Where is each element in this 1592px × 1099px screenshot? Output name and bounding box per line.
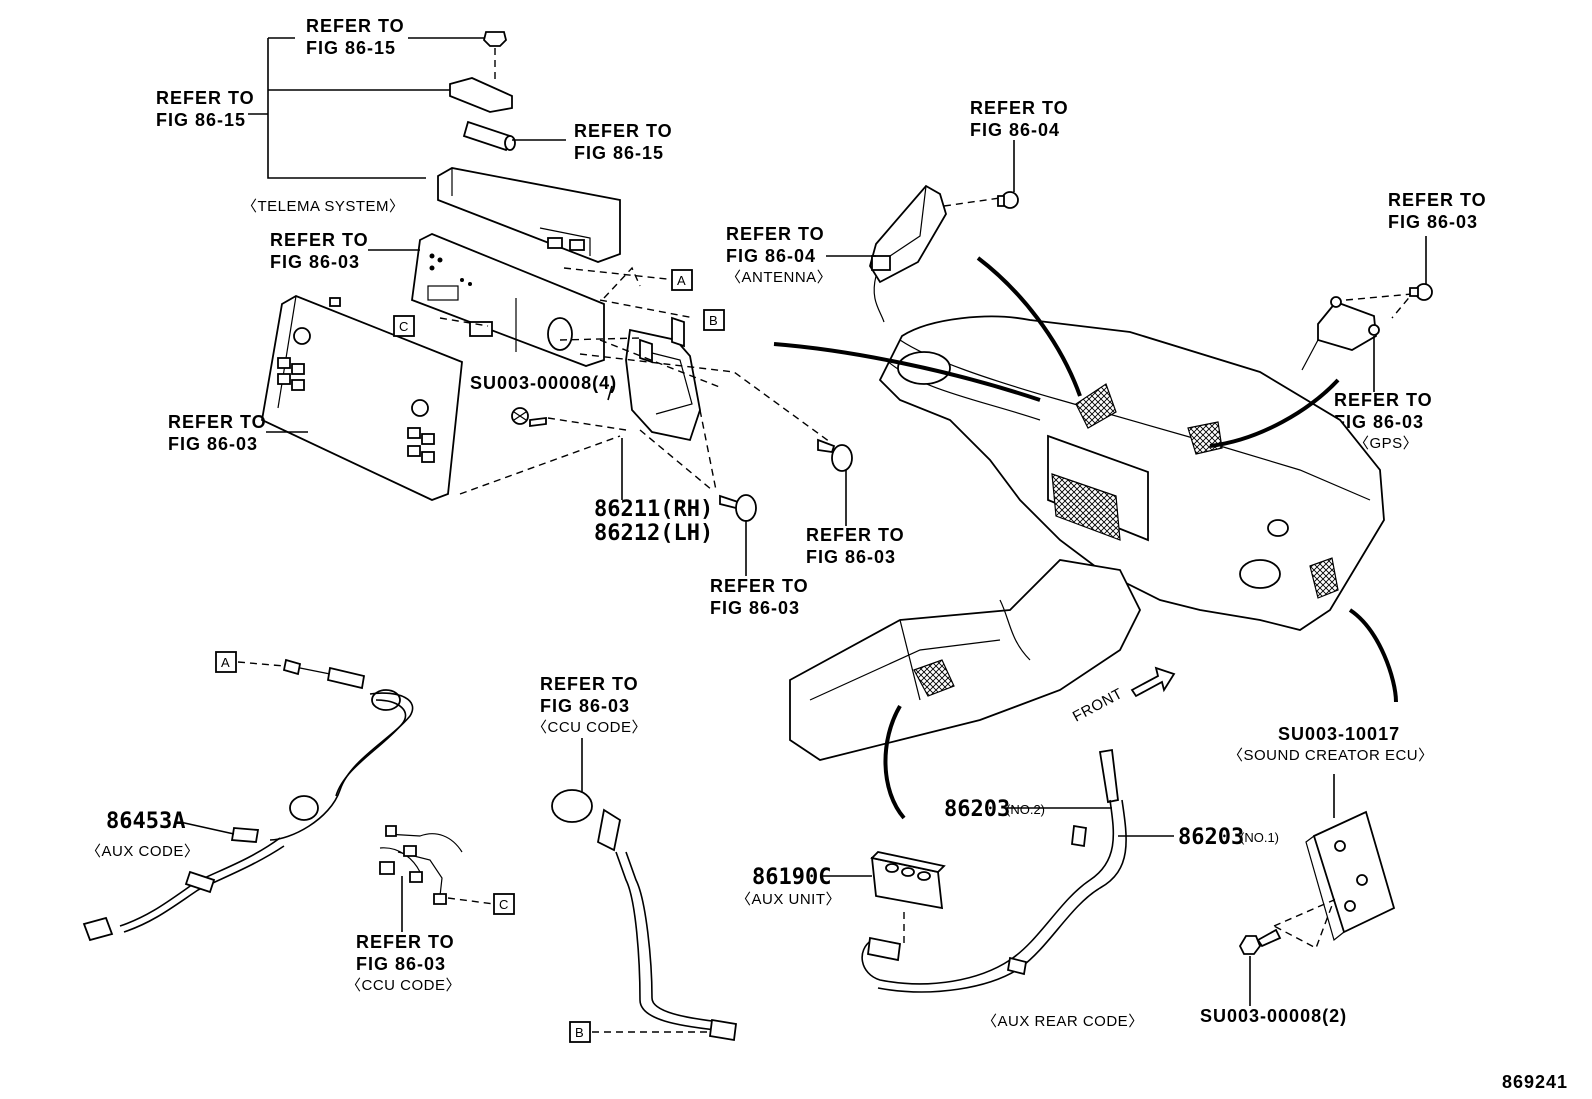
part-number-86212: 86212(LH) [594,521,713,546]
sound-creator-ecu-label: 〈SOUND CREATOR ECU〉 [1228,747,1434,764]
fig-ref-label: FIG 86-03 [168,434,258,454]
fig-ref-label: FIG 86-03 [1388,212,1478,232]
front-label: FRONT [1070,685,1126,725]
telema-system-group: REFER TO FIG 86-15 REFER TO FIG 86-15 RE… [156,16,673,263]
part-number-86203-no2: 86203 [944,797,1010,822]
connector-b-badge: B [569,1021,591,1043]
svg-text:A: A [677,273,686,288]
aux-unit-group: 86190C 〈AUX UNIT〉 86203 (NO.2) 86203 (NO… [736,748,1279,1030]
fig-ref-label: FIG 86-03 [540,696,630,716]
aux-rear-cable-icon [861,748,1127,993]
refer-to-label: REFER TO [1388,190,1487,210]
clip-icon [719,494,757,522]
ccu-code-small-group: C REFER TO FIG 86-03 〈CCU CODE〉 [346,825,515,994]
fig-ref-label: FIG 86-03 [270,252,360,272]
fig-ref-label: FIG 86-03 [1334,412,1424,432]
part-number-su003-10017: SU003-10017 [1278,724,1400,744]
fig-ref-label: FIG 86-04 [726,246,816,266]
refer-to-label: REFER TO [806,525,905,545]
gps-group: REFER TO FIG 86-03 REFER TO FIG 86-03 〈G… [1301,190,1487,452]
refer-to-label: REFER TO [540,674,639,694]
speaker-grille-icon [1051,473,1121,541]
ccu-harness-icon [379,825,463,905]
nut-icon [511,407,547,428]
refer-to-label: REFER TO [306,16,405,36]
part-number-86190c: 86190C [752,865,831,890]
svg-text:B: B [575,1025,584,1040]
antenna-group: REFER TO FIG 86-04 REFER TO FIG 86-04 〈A… [726,98,1069,323]
clip-icon [817,438,853,472]
aux-code-label: 〈AUX CODE〉 [86,843,199,860]
dashboard-illustration: FRONT [773,256,1398,820]
svg-text:B: B [709,313,718,328]
connector-c-badge: C [493,893,515,915]
screw-icon [1409,283,1433,301]
ecu-icon [1305,810,1396,942]
diagram-id: 869241 [1502,1072,1568,1092]
ccu-code-label: 〈CCU CODE〉 [532,719,647,736]
ccu-code-long-group: B REFER TO FIG 86-03 〈CCU CODE〉 [532,674,738,1043]
refer-to-label: REFER TO [270,230,369,250]
svg-text:A: A [221,655,230,670]
refer-to-label: REFER TO [356,932,455,952]
fig-ref-label: FIG 86-03 [710,598,800,618]
speaker-grille-icon [1309,557,1339,599]
aux-unit-icon [870,851,946,910]
ccu-code-label: 〈CCU CODE〉 [346,977,461,994]
part-number-86203-no1: 86203 [1178,825,1244,850]
fig-ref-label: FIG 86-04 [970,120,1060,140]
part-number-su003-00008-2: SU003-00008(2) [1200,1006,1347,1026]
svg-text:C: C [499,897,508,912]
fig-ref-label: FIG 86-03 [806,547,896,567]
part-number-86453a: 86453A [106,809,185,834]
front-arrow-icon [1130,666,1176,698]
aux-code-group: A 86453A 〈AUX CODE〉 [82,651,414,942]
refer-to-label: REFER TO [574,121,673,141]
bolt-icon [1238,928,1282,955]
refer-to-label: REFER TO [156,88,255,108]
no2-label: (NO.2) [1006,802,1045,817]
speaker-grille-icon [913,659,955,697]
plate-icon [449,77,513,113]
no1-label: (NO.1) [1240,830,1279,845]
bracket-icon [625,316,701,442]
svg-text:C: C [399,319,408,334]
speaker-grille-icon [1075,383,1117,429]
telema-unit-icon [437,167,621,263]
fig-ref-label: FIG 86-15 [306,38,396,58]
fig-ref-label: FIG 86-15 [574,143,664,163]
antenna-icon [869,184,947,323]
audio-unit-group: REFER TO FIG 86-03 REFER TO FIG 86-03 SU… [168,230,905,618]
head-unit-icon [411,233,605,367]
battery-icon [462,120,516,152]
refer-to-label: REFER TO [726,224,825,244]
gps-label: 〈GPS〉 [1354,435,1418,452]
refer-to-label: REFER TO [168,412,267,432]
connector-b-badge: B [703,309,725,331]
sound-creator-ecu-group: SU003-10017 〈SOUND CREATOR ECU〉 SU003-00… [1200,724,1434,1026]
screw-icon [483,31,507,80]
refer-to-label: REFER TO [710,576,809,596]
part-number-su003-00008-4: SU003-00008(4) [470,373,617,393]
antenna-label: 〈ANTENNA〉 [726,269,832,286]
screw-icon [997,191,1019,209]
aux-rear-code-label: 〈AUX REAR CODE〉 [982,1013,1144,1030]
display-panel-icon [260,295,463,501]
part-number-86211: 86211(RH) [594,497,713,522]
fig-ref-label: FIG 86-15 [156,110,246,130]
telema-system-label: 〈TELEMA SYSTEM〉 [242,198,405,215]
connector-c-badge: C [393,315,415,337]
aux-unit-label: 〈AUX UNIT〉 [736,891,841,908]
gps-antenna-icon [1301,296,1380,371]
ccu-cable-icon [551,789,738,1042]
refer-to-label: REFER TO [1334,390,1433,410]
aux-cable-icon [82,658,414,942]
fig-ref-label: FIG 86-03 [356,954,446,974]
connector-a-badge: A [671,269,693,291]
refer-to-label: REFER TO [970,98,1069,118]
connector-a-badge: A [215,651,237,673]
